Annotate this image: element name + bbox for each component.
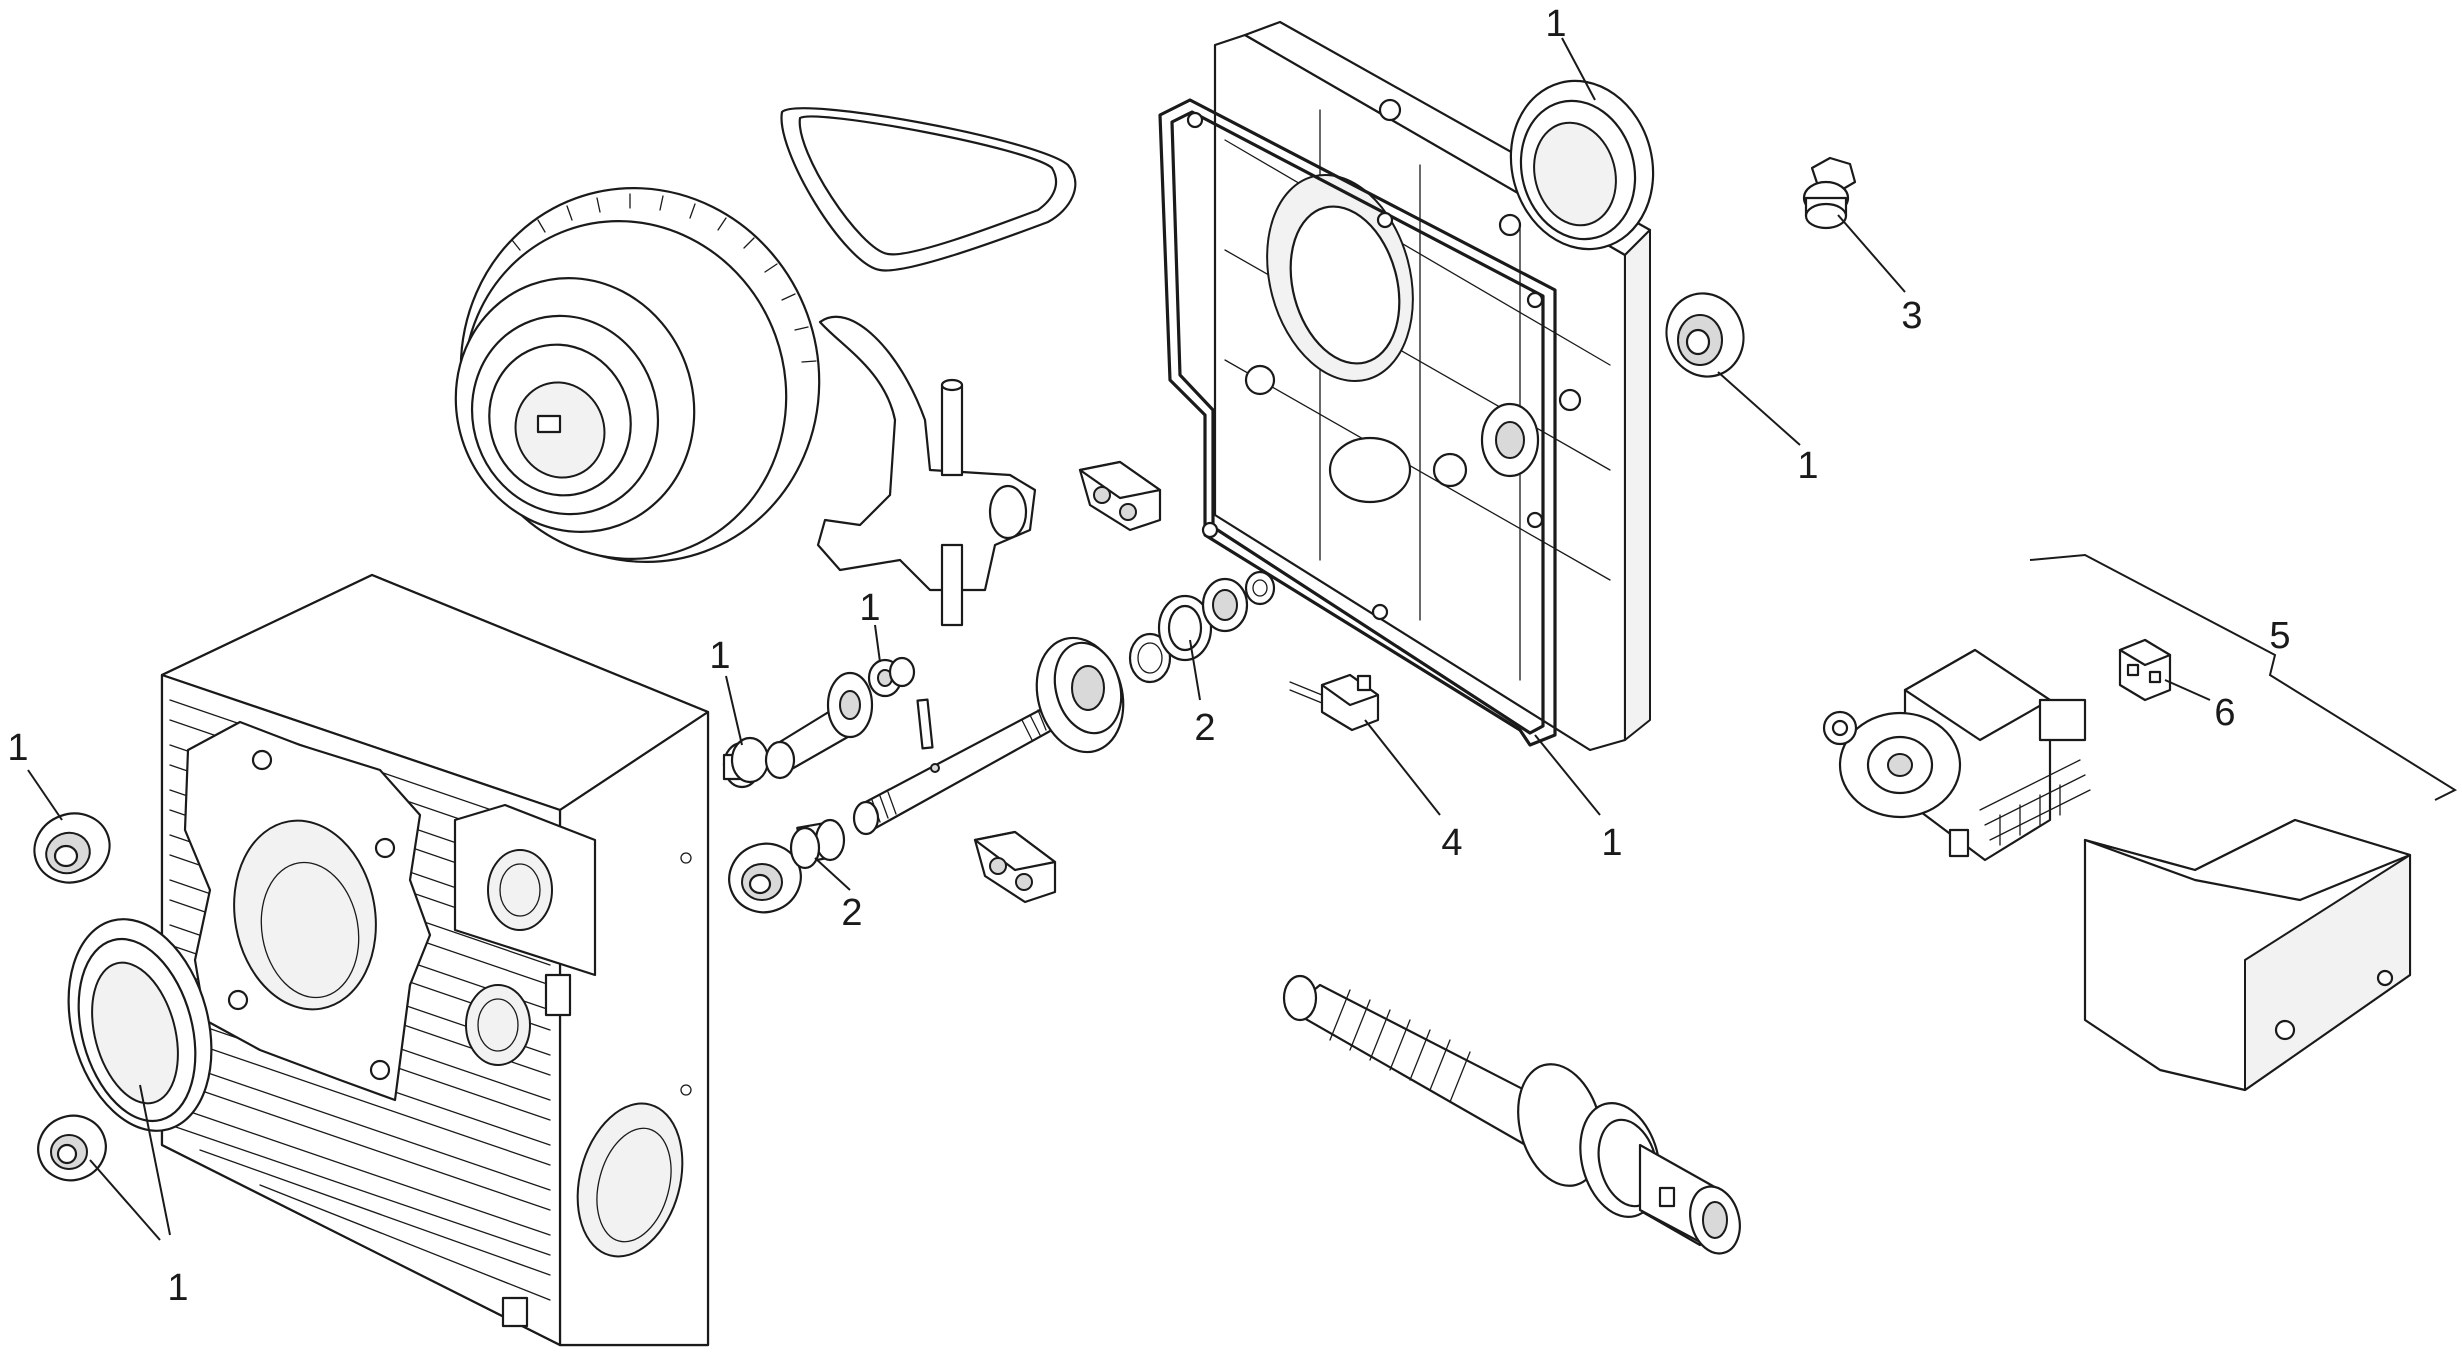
drive-gear [454, 187, 821, 563]
shaft-seal-top [1509, 79, 1655, 251]
small-bushing-top [867, 656, 916, 698]
gearbox-housing [160, 573, 710, 1347]
micro-switch [1289, 673, 1380, 732]
kit-bracket [2029, 553, 2458, 801]
relay-component [2118, 638, 2172, 702]
pin [916, 698, 934, 750]
plug-screw [1802, 156, 1857, 230]
bearing-ring-c [1201, 577, 1249, 633]
bearing-ring-b [1157, 594, 1213, 662]
worm-shaft [1282, 974, 1741, 1255]
callout-1-shaft-mid: 1 [859, 587, 880, 629]
output-shaft [852, 636, 1125, 836]
callout-2-lower: 2 [841, 892, 862, 934]
bearing-left-lower [37, 1114, 107, 1182]
callout-1-top: 1 [1545, 3, 1566, 45]
callout-4: 4 [1441, 822, 1462, 864]
bearing-right [1665, 292, 1745, 378]
callout-labels: 1 1 3 1 1 1 2 2 4 1 1 5 6 [7, 3, 2290, 1309]
guide-block-upper [1078, 460, 1162, 532]
callout-1-shaft-left: 1 [709, 635, 730, 677]
callout-1-left: 1 [7, 727, 28, 769]
cover-housing [2083, 818, 2412, 1092]
bearing-ring-d [1244, 570, 1276, 606]
guide-block-lower [973, 830, 1057, 904]
callout-3: 3 [1901, 295, 1922, 337]
shaft-seal-left [67, 918, 213, 1132]
small-bushing-left [722, 736, 770, 789]
drive-belt [780, 107, 1077, 272]
callout-2-upper: 2 [1194, 707, 1215, 749]
bearing-left-upper [33, 812, 111, 884]
leader-lines [27, 37, 2211, 1241]
bearing-ring-a [1128, 632, 1172, 684]
shift-fork [816, 315, 1037, 627]
callout-1-gasket: 1 [1601, 822, 1622, 864]
bushing-lower [789, 818, 846, 870]
bearing-shaft-left [728, 842, 802, 914]
sprocket-shaft [764, 671, 874, 780]
callout-6: 6 [2214, 692, 2235, 734]
callout-1-bottom-left: 1 [167, 1267, 188, 1309]
callout-1-right-bearing: 1 [1797, 445, 1818, 487]
gasket [1158, 98, 1557, 747]
callout-5: 5 [2269, 615, 2290, 657]
control-module [1822, 648, 2091, 862]
